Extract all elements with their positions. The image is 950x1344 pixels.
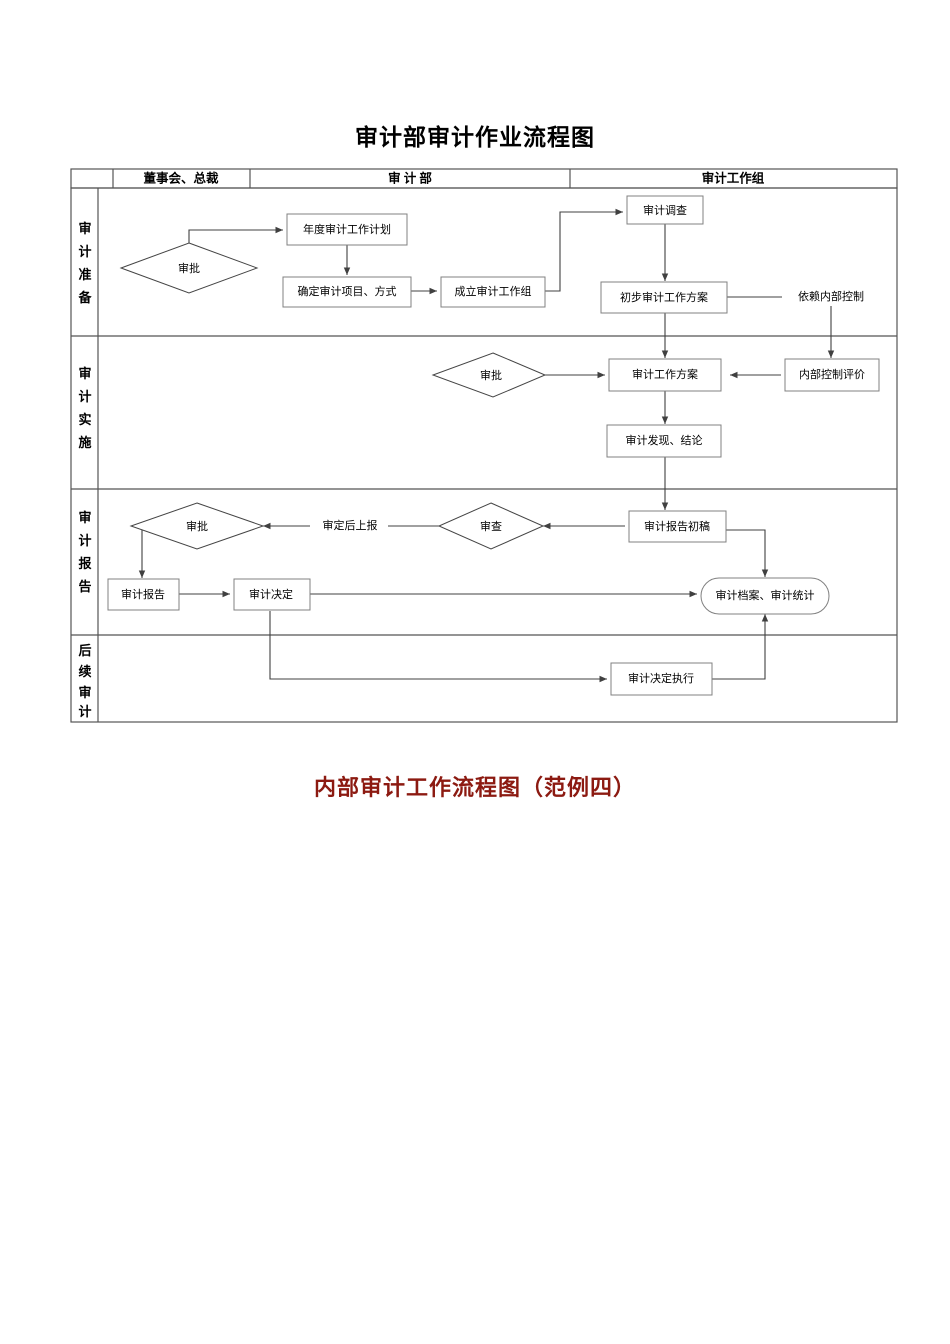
svg-text:审: 审	[78, 221, 91, 236]
node-audit-decision[interactable]: 审计决定	[233, 578, 311, 611]
svg-text:施: 施	[78, 435, 91, 450]
svg-text:审: 审	[78, 685, 91, 700]
node-form-team[interactable]: 成立审计工作组	[440, 276, 546, 308]
node-label: 审计报告	[121, 587, 165, 601]
node-review[interactable]: 审查	[437, 502, 545, 550]
node-draft-report[interactable]: 审计报告初稿	[628, 510, 727, 543]
node-label: 审批	[480, 368, 502, 382]
node-label: 成立审计工作组	[455, 284, 532, 298]
node-internal-control-eval[interactable]: 内部控制评价	[784, 358, 880, 392]
node-label: 审计报告初稿	[644, 519, 710, 533]
edge-label-submit-after-review: 审定后上报	[310, 518, 388, 533]
node-rely-internal-control: 依赖内部控制	[798, 289, 864, 303]
svg-text:实: 实	[78, 412, 91, 427]
column-header-audit-dept: 审 计 部	[388, 170, 432, 185]
svg-text:审: 审	[78, 366, 91, 381]
swimlane-headers: 董事会、总裁 审 计 部 审计工作组	[143, 170, 764, 185]
page-title: 审计部审计作业流程图	[355, 125, 595, 150]
edge-label-text: 审定后上报	[323, 518, 378, 532]
page-caption: 内部审计工作流程图（范例四）	[313, 775, 636, 800]
node-label: 审计工作方案	[632, 367, 698, 381]
row-label-execute: 审 计 实 施	[78, 366, 91, 450]
node-label: 依赖内部控制	[798, 289, 864, 303]
node-approve-3[interactable]: 审批	[129, 502, 265, 550]
node-label: 确定审计项目、方式	[298, 284, 397, 298]
node-label: 审计决定	[249, 587, 293, 601]
swimlane-grid	[70, 168, 898, 723]
node-audit-plan[interactable]: 审计工作方案	[608, 358, 722, 392]
node-confirm-project[interactable]: 确定审计项目、方式	[282, 276, 412, 308]
node-decision-execution[interactable]: 审计决定执行	[610, 662, 713, 696]
svg-text:计: 计	[78, 533, 91, 548]
svg-text:准: 准	[78, 267, 91, 282]
node-label: 审计档案、审计统计	[716, 588, 815, 602]
node-audit-report[interactable]: 审计报告	[107, 578, 180, 611]
svg-text:续: 续	[78, 664, 91, 679]
node-prelim-plan[interactable]: 初步审计工作方案	[600, 281, 728, 314]
svg-text:审: 审	[78, 510, 91, 525]
connectors-execute	[545, 371, 781, 510]
node-label: 审计调查	[643, 203, 687, 217]
connectors-prepare	[188, 208, 835, 358]
svg-text:计: 计	[78, 704, 91, 719]
node-approve-2[interactable]: 审批	[431, 352, 547, 398]
svg-text:备: 备	[77, 290, 92, 305]
flowchart-canvas: 董事会、总裁 审 计 部 审计工作组 审 计 准 备 审 计 实 施 审 计 报…	[70, 168, 898, 723]
node-label: 审计决定执行	[628, 671, 694, 685]
node-label: 年度审计工作计划	[303, 222, 391, 236]
row-label-followup: 后 续 审 计	[78, 643, 91, 719]
row-label-prepare: 审 计 准 备	[77, 221, 92, 305]
column-header-audit-team: 审计工作组	[702, 170, 765, 185]
node-archive-stats[interactable]: 审计档案、审计统计	[700, 577, 830, 615]
svg-text:告: 告	[78, 579, 91, 594]
svg-text:计: 计	[78, 244, 91, 259]
node-label: 审批	[186, 519, 208, 533]
column-header-board: 董事会、总裁	[143, 170, 219, 185]
node-annual-plan[interactable]: 年度审计工作计划	[286, 213, 408, 246]
node-label: 初步审计工作方案	[620, 290, 708, 304]
node-label: 内部控制评价	[799, 367, 865, 381]
svg-text:计: 计	[78, 389, 91, 404]
node-approve-1[interactable]: 审批	[119, 242, 259, 294]
node-findings[interactable]: 审计发现、结论	[606, 424, 722, 458]
connectors-followup	[269, 611, 769, 683]
node-label: 审查	[480, 519, 502, 533]
row-label-report: 审 计 报 告	[78, 510, 92, 594]
node-audit-survey[interactable]: 审计调查	[626, 195, 704, 225]
svg-text:报: 报	[78, 556, 92, 571]
node-label: 审批	[178, 261, 200, 275]
node-label: 审计发现、结论	[626, 433, 703, 447]
svg-text:后: 后	[78, 643, 91, 658]
